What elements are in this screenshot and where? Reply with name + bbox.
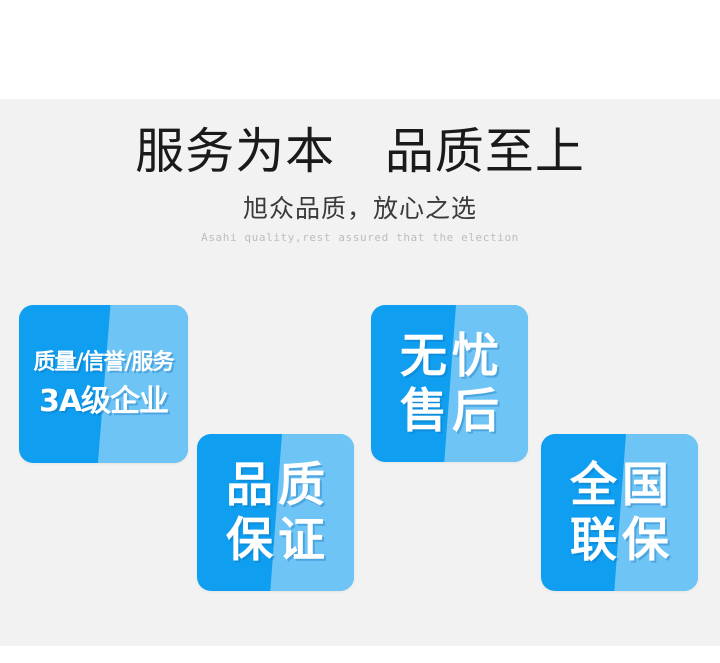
badge-diagonal-highlight <box>614 434 698 591</box>
badge-line-primary: 无忧 <box>400 328 504 384</box>
badge-diagonal-highlight <box>270 434 354 591</box>
badge-text-stack: 质量/信誉/服务 3A级企业 <box>19 305 188 463</box>
badge-text-stack: 全国 联保 <box>541 434 698 591</box>
badge-worry-free-after-sales: 无忧 售后 <box>371 305 528 462</box>
badge-line-secondary: 3A级企业 <box>38 383 169 419</box>
badge-line-secondary: 保证 <box>226 512 330 568</box>
page-subtitle: 旭众品质，放心之选 <box>242 194 477 223</box>
badge-line-primary: 全国 <box>570 457 674 513</box>
badge-line-primary: 质量/信誉/服务 <box>33 349 174 375</box>
badge-line-secondary: 售后 <box>400 383 504 439</box>
badge-diagonal-highlight <box>97 305 188 463</box>
heading-block: 服务为本 品质至上 旭众品质，放心之选 Asahi quality,rest a… <box>0 124 720 245</box>
badge-text-stack: 品质 保证 <box>197 434 354 591</box>
page-title: 服务为本 品质至上 <box>135 123 585 180</box>
badge-nationwide-warranty: 全国 联保 <box>541 434 698 591</box>
page-subtitle-english: Asahi quality,rest assured that the elec… <box>201 231 519 244</box>
badge-3a-enterprise: 质量/信誉/服务 3A级企业 <box>19 305 188 463</box>
badge-quality-guarantee: 品质 保证 <box>197 434 354 591</box>
badge-line-primary: 品质 <box>226 457 330 513</box>
badge-text-stack: 无忧 售后 <box>371 305 528 462</box>
badge-line-secondary: 联保 <box>570 512 674 568</box>
badge-diagonal-highlight <box>444 305 528 462</box>
